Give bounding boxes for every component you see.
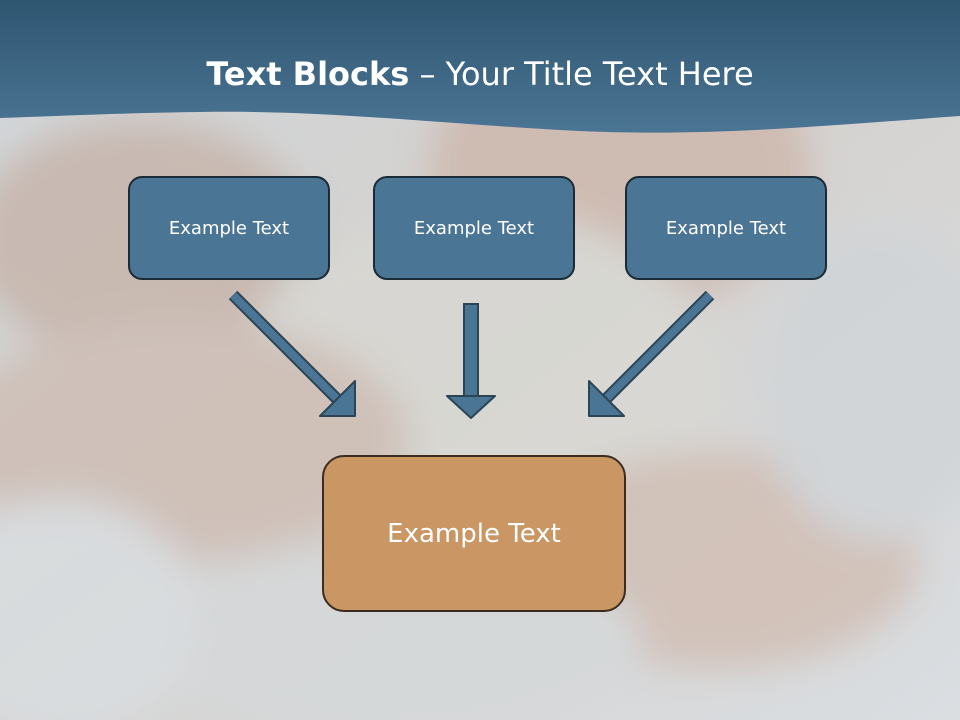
title-bold-text: Text Blocks (206, 55, 410, 93)
arrow-left-diagonal (228, 290, 356, 417)
text-block-center[interactable]: Example Text (373, 176, 575, 280)
text-block-bottom[interactable]: Example Text (322, 455, 626, 612)
text-block-right[interactable]: Example Text (625, 176, 827, 280)
arrow-center-down (446, 303, 496, 419)
header-band (0, 0, 960, 133)
text-block-left[interactable]: Example Text (128, 176, 330, 280)
title-regular-text: – Your Title Text Here (409, 55, 754, 93)
arrow-right-diagonal (588, 290, 715, 417)
slide-title: Text Blocks – Your Title Text Here (0, 52, 960, 96)
